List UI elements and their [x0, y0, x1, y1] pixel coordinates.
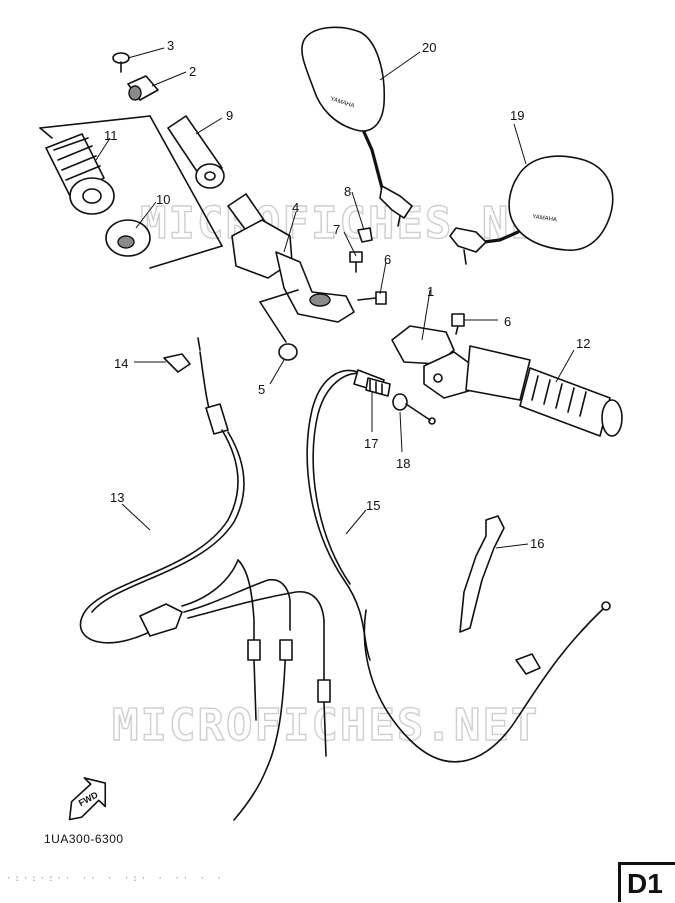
mirror-brand-right: YAMAHA — [532, 214, 557, 223]
callout-13: 13 — [110, 490, 124, 505]
callout-6a: 6 — [384, 252, 391, 267]
callout-7: 7 — [333, 222, 340, 237]
callout-1: 1 — [427, 284, 434, 299]
callout-15: 15 — [366, 498, 380, 513]
part-9-throttle-grip — [167, 115, 225, 189]
part-14-cable-holder — [163, 353, 191, 373]
callout-17: 17 — [364, 436, 378, 451]
part-6-bolt-left — [357, 291, 387, 305]
part-10-washer — [105, 219, 151, 257]
callout-12: 12 — [576, 336, 590, 351]
part-20-left-mirror: YAMAHA — [301, 26, 413, 227]
callout-2: 2 — [189, 64, 196, 79]
callout-6b: 6 — [504, 314, 511, 329]
page-code: D1 — [618, 862, 675, 902]
scan-artifacts: ·:·:·:·· ·· · ·:· · ·· · · — [6, 874, 225, 884]
part-7-bolt — [349, 251, 363, 273]
callout-11: 11 — [104, 128, 118, 143]
part-13-throttle-cable — [79, 337, 331, 821]
leader-lines — [95, 47, 575, 549]
part-5-cap — [278, 343, 298, 361]
callout-20: 20 — [422, 40, 436, 55]
drawing-code: 1UA300-6300 — [44, 832, 124, 846]
part-17-adjuster — [365, 377, 391, 397]
part-8-clip — [357, 227, 373, 243]
part-16-bracket — [459, 515, 505, 633]
callout-8: 8 — [344, 184, 351, 199]
callout-19: 19 — [510, 108, 524, 123]
watermark-top: MICROFICHES.NET — [140, 198, 567, 249]
part-6-bolt-right — [451, 313, 465, 335]
callout-9: 9 — [226, 108, 233, 123]
callout-3: 3 — [167, 38, 174, 53]
callout-18: 18 — [396, 456, 410, 471]
part-4-left-lever-assembly — [227, 193, 355, 343]
part-2-end-weight — [127, 75, 159, 101]
callout-10: 10 — [156, 192, 170, 207]
part-12-right-grip — [465, 345, 623, 437]
callout-5: 5 — [258, 382, 265, 397]
fwd-arrow: FWD — [68, 777, 107, 821]
part-3-screw — [112, 52, 130, 73]
callout-4: 4 — [292, 200, 299, 215]
part-19-right-mirror: YAMAHA — [449, 155, 614, 265]
part-11-left-grip — [39, 115, 223, 269]
part-1-right-switch — [391, 325, 477, 399]
callout-labels: 3 2 9 11 10 4 8 7 6 5 1 6 12 14 13 15 17… — [104, 38, 590, 551]
callout-16: 16 — [530, 536, 544, 551]
callout-14: 14 — [114, 356, 128, 371]
part-18-locknut — [392, 393, 436, 425]
